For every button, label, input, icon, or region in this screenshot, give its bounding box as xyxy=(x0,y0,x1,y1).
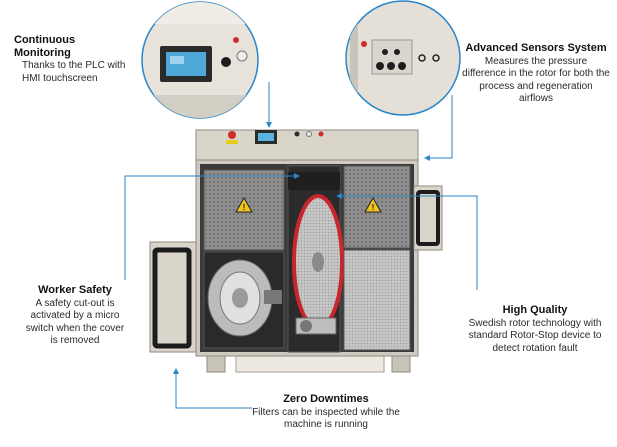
leader-sensors xyxy=(428,95,453,159)
detail-circle-hmi xyxy=(141,1,259,119)
callout-title: Continuous Monitoring xyxy=(14,34,76,59)
callout-high-quality: High Quality Swedish rotor technology wi… xyxy=(460,304,610,355)
emergency-stop-icon xyxy=(228,131,236,139)
leader-downtime xyxy=(175,372,252,409)
left-filter: ! xyxy=(203,169,285,251)
right-filter: ! xyxy=(343,165,411,351)
leader-worker xyxy=(124,175,296,280)
callout-body: A safety cut-out is activated by a micro… xyxy=(25,297,125,347)
callout-title: Worker Safety xyxy=(38,284,112,296)
svg-text:!: ! xyxy=(372,203,375,212)
callout-body: Thanks to the PLC with HMI touchscreen xyxy=(22,60,126,84)
callout-advanced-sensors: Advanced Sensors System Measures the pre… xyxy=(462,42,610,106)
desiccant-rotor xyxy=(287,165,344,353)
callout-worker-safety: Worker Safety A safety cut-out is activa… xyxy=(22,284,128,348)
callout-continuous-monitoring: Continuous Monitoring Thanks to the PLC … xyxy=(14,34,134,85)
callout-title: High Quality xyxy=(502,304,568,316)
fan-unit xyxy=(203,251,285,349)
callout-title: Advanced Sensors System xyxy=(465,42,607,54)
warning-triangle-icon-2 xyxy=(364,196,382,213)
leader-quality xyxy=(340,195,478,290)
detail-circle-sensors xyxy=(345,0,461,116)
callout-body: Measures the pressure difference in the … xyxy=(462,55,610,105)
callout-title: Zero Downtimes xyxy=(283,393,369,405)
callout-zero-downtimes: Zero Downtimes Filters can be inspected … xyxy=(250,393,402,432)
callout-body: Swedish rotor technology with standard R… xyxy=(468,317,602,354)
callout-body: Filters can be inspected while the machi… xyxy=(252,406,400,431)
side-handles xyxy=(149,185,443,353)
warning-triangle-icon xyxy=(235,196,253,213)
svg-text:!: ! xyxy=(243,203,246,212)
leader-lines xyxy=(124,82,478,409)
control-panel xyxy=(226,130,324,144)
